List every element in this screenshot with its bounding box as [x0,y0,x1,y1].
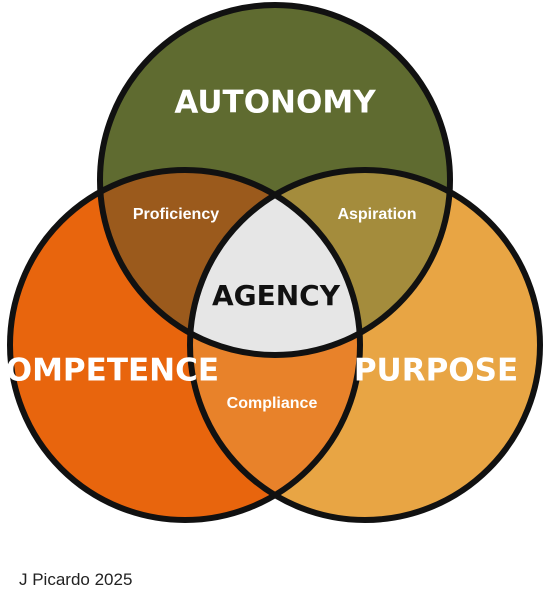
venn-diagram: AUTONOMY COMPETENCE PURPOSE Proficiency … [0,2,543,523]
credit-text: J Picardo 2025 [19,570,133,589]
label-agency: AGENCY [212,279,341,312]
label-compliance: Compliance [227,395,318,412]
label-purpose: PURPOSE [354,353,518,389]
label-proficiency: Proficiency [133,206,219,223]
outline-purpose [187,167,543,523]
outline-competence [7,167,363,523]
overlap-agency [190,170,360,355]
label-aspiration: Aspiration [337,206,416,223]
label-competence: COMPETENCE [0,353,219,389]
outline-autonomy [97,2,453,358]
label-autonomy: AUTONOMY [174,85,376,121]
